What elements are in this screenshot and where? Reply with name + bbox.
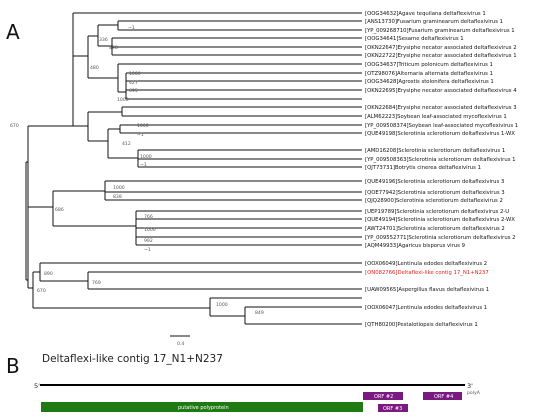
five-prime-label: 5' bbox=[34, 382, 40, 390]
leaf-label: [OTZ98076]Alternaria alternata deltaflex… bbox=[365, 71, 493, 77]
bootstrap-label: ~1 bbox=[140, 162, 147, 168]
leaf-label: [OOX06047]Lentinula edodes deltaflexivir… bbox=[365, 305, 487, 311]
orf-2-label: ORF #2 bbox=[374, 394, 393, 400]
orf-3-label: ORF #3 bbox=[383, 406, 402, 412]
leaf-label: [YP_009268710]Fusarium graminearum delta… bbox=[365, 28, 515, 34]
bootstrap-label: 686 bbox=[55, 207, 64, 213]
bootstrap-values: ~1 336 898 480 1000 427 695 1000 1000 ~1… bbox=[10, 25, 264, 316]
scale-bar-label: 0.4 bbox=[177, 341, 184, 347]
bootstrap-label: 1000 bbox=[137, 123, 149, 129]
orf-polyprotein-label: putative polyprotein bbox=[178, 405, 229, 411]
orf-2 bbox=[363, 392, 403, 400]
bootstrap-label: 670 bbox=[37, 288, 46, 294]
leaf-label: [OKN22647]Erysiphe necator associated de… bbox=[365, 45, 517, 51]
leaf-label: [UAW09565]Aspergillus flavus deltaflexiv… bbox=[365, 287, 489, 293]
leaf-label: [ANS13730]Fusarium graminearum deltaflex… bbox=[365, 19, 503, 25]
leaf-label: [AQM49933]Agaricus bisporus virus 9 bbox=[365, 243, 465, 249]
bootstrap-label: 992 bbox=[144, 238, 153, 244]
bootstrap-label: 480 bbox=[90, 65, 99, 71]
leaf-label: [QOE77942]Sclerotinia sclerotiorum delta… bbox=[365, 190, 505, 196]
leaf-label: [OOG34632]Agave tequilana deltaflexiviru… bbox=[365, 11, 486, 17]
leaf-label: [QJQ28900]Sclerotinia sclerotiorum delta… bbox=[365, 198, 503, 204]
bootstrap-label: 427 bbox=[129, 80, 138, 86]
bootstrap-label: 766 bbox=[144, 214, 153, 220]
leaf-label: [ALM62223]Soybean leaf-associated mycofl… bbox=[365, 114, 507, 120]
leaf-label: [QUE49196]Sclerotinia sclerotiorum delta… bbox=[365, 179, 504, 185]
leaf-label: [AWT24701]Sclerotinia sclerotiorum delta… bbox=[365, 226, 505, 232]
bootstrap-label: 412 bbox=[122, 141, 131, 147]
leaf-label: [OOG34637]Triticum polonicum deltaflexiv… bbox=[365, 62, 493, 68]
leaf-label: [OOX06049]Lentinula edodes deltaflexivir… bbox=[365, 261, 487, 267]
bootstrap-label: 890 bbox=[44, 271, 53, 277]
bootstrap-label: 1000 bbox=[113, 185, 125, 191]
bootstrap-label: 838 bbox=[113, 194, 122, 200]
phylogenetic-tree bbox=[25, 12, 362, 325]
bootstrap-label: 769 bbox=[92, 280, 101, 286]
leaf-label: [OOG34628]Agrostis stolonifera deltaflex… bbox=[365, 79, 494, 85]
leaf-label: [YP_009508374]Soybean leaf-associated my… bbox=[365, 123, 518, 129]
bootstrap-label: 898 bbox=[109, 45, 118, 51]
leaf-label: [OKN22684]Erysiphe necator associated de… bbox=[365, 105, 517, 111]
bootstrap-label: 695 bbox=[129, 88, 138, 94]
leaf-label: [QTH80200]Pestalotiopsis deltaflexivirus… bbox=[365, 322, 478, 328]
bootstrap-label: 849 bbox=[255, 310, 264, 316]
leaf-label: [QUE49194]Sclerotinia sclerotiorum delta… bbox=[365, 217, 515, 223]
polya-label: polyA bbox=[467, 390, 481, 396]
leaf-label: [AMD16208]Sclerotinia sclerotiorum delta… bbox=[365, 148, 505, 154]
bootstrap-label: 1000 bbox=[140, 154, 152, 160]
leaf-label: [OOG34641]Sesame deltaflexivirus 1 bbox=[365, 36, 464, 42]
bootstrap-label: 1000 bbox=[117, 97, 129, 103]
bootstrap-label: ~1 bbox=[144, 247, 151, 253]
leaf-label: [YP_009552771]Sclerotinia sclerotiorum d… bbox=[365, 235, 516, 241]
bootstrap-label: 1000 bbox=[144, 227, 156, 233]
leaf-label: [OKN22695]Erysiphe necator associated de… bbox=[365, 88, 517, 94]
leaf-label: [ON082766]Deltaflexi-like contig 17_N1+N… bbox=[365, 270, 489, 276]
bootstrap-label: 1000 bbox=[216, 302, 228, 308]
leaf-label: [UEP19789]Sclerotinia sclerotiorum delta… bbox=[365, 209, 509, 215]
panel-b-label: B bbox=[6, 354, 20, 378]
three-prime-label: 3' bbox=[467, 382, 473, 390]
leaf-label: [QJT73731]Botrytis cinerea deltaflexivir… bbox=[365, 165, 481, 171]
bootstrap-label: 336 bbox=[99, 37, 108, 43]
orf-polyprotein bbox=[41, 402, 363, 412]
orf-4 bbox=[423, 392, 462, 400]
leaf-label: [QUE49198]Sclerotinia sclerotiorum delta… bbox=[365, 131, 515, 137]
orf-3 bbox=[378, 404, 408, 412]
bootstrap-label: ~1 bbox=[137, 132, 144, 138]
panel-a-label: A bbox=[6, 20, 20, 44]
bootstrap-label: 1000 bbox=[129, 71, 141, 77]
contig-title: Deltaflexi-like contig 17_N1+N237 bbox=[42, 353, 223, 365]
bootstrap-label: ~1 bbox=[128, 25, 135, 31]
bootstrap-label: 670 bbox=[10, 123, 19, 129]
leaf-labels: [OOG34632]Agave tequilana deltaflexiviru… bbox=[365, 11, 518, 328]
orf-4-label: ORF #4 bbox=[434, 394, 453, 400]
leaf-label: [OKN22722]Erysiphe necator associated de… bbox=[365, 53, 517, 59]
leaf-label: [YP_009508363]Sclerotinia sclerotiorum d… bbox=[365, 157, 516, 163]
